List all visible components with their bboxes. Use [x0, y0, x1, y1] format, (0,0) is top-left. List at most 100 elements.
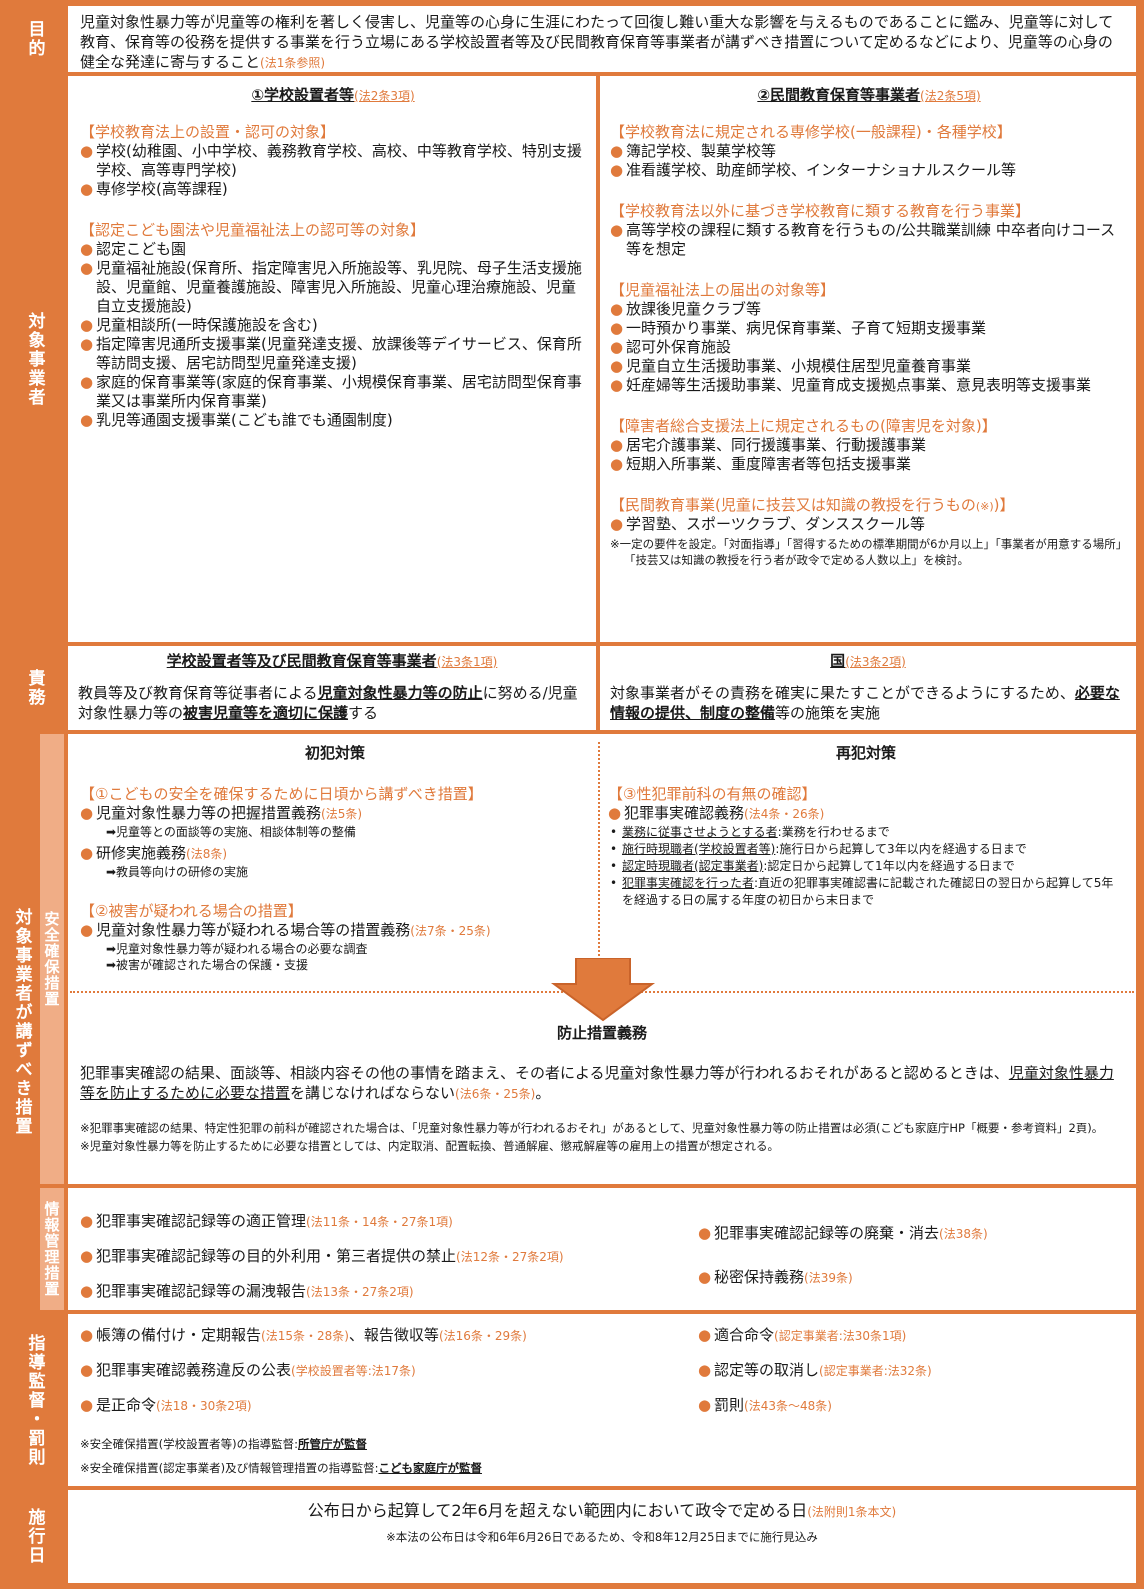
- duties-right-text: 対象事業者がその責務を確実に果たすことができるようにするため、必要な情報の提供、…: [610, 684, 1120, 722]
- repeat-b4: 犯罪事実確認を行った者:直近の犯罪事実確認書に記載された確認日の翌日から起算して…: [608, 875, 1124, 909]
- first-offense-title: 初犯対策: [304, 744, 365, 762]
- info-r1: 犯罪事実確認記録等の廃棄・消去(法38条): [698, 1224, 1124, 1244]
- right-groups: 【学校教育法に規定される専修学校(一般課程)・各種学校】簿記学校、製菓学校等准看…: [610, 121, 1128, 534]
- duties-right-title: 国(法3条2項): [830, 652, 906, 670]
- first-i2-sub: ➡教員等向けの研修の実施: [106, 865, 249, 879]
- left-target-item: 認定こども園: [80, 240, 586, 259]
- right-group-heading: 【学校教育法以外に基づき学校教育に類する教育を行う事業】: [610, 202, 1031, 220]
- left-target-item: 指定障害児通所支援事業(児童発達支援、放課後等デイサービス、保育所等訪問支援、居…: [80, 335, 586, 373]
- safety-measures-label: 安全確保措置: [40, 734, 64, 1184]
- sup-r3: 罰則(法43条～48条): [698, 1396, 1124, 1416]
- sup-l1: 帳簿の備付け・定期報告(法15条・28条)、報告徴収等(法16条・29条): [80, 1326, 680, 1346]
- duties-left-text: 教員等及び教育保育等従事者による児童対象性暴力等の防止に努める/児童対象性暴力等…: [78, 684, 578, 722]
- info-measures-label: 情報管理措置: [40, 1188, 64, 1310]
- right-target-item: 高等学校の課程に類する教育を行うもの/公共職業訓練 中卒者向けコース等を想定: [610, 221, 1128, 259]
- targets-content: ①学校設置者等(法2条3項) 【学校教育法上の設置・認可の対象】学校(幼稚園、小…: [68, 76, 1136, 642]
- left-groups: 【学校教育法上の設置・認可の対象】学校(幼稚園、小中学校、義務教育学校、高校、中…: [80, 121, 586, 430]
- left-group-heading: 【学校教育法上の設置・認可の対象】: [80, 123, 336, 141]
- right-target-item: 簿記学校、製菓学校等: [610, 142, 1128, 161]
- duties-right: 国(法3条2項) 対象事業者がその責務を確実に果たすことができるようにするため、…: [600, 646, 1136, 730]
- targets-row: 対象事業者 ①学校設置者等(法2条3項) 【学校教育法上の設置・認可の対象】学校…: [6, 76, 1136, 642]
- duties-left-title: 学校設置者等及び民間教育保育等事業者(法3条1項): [166, 652, 498, 670]
- first-h1: 【①こどもの安全を確保するために日頃から講ずべき措置】: [80, 785, 483, 803]
- right-group-heading: 【民間教育事業(児童に技芸又は知識の教授を行うもの(※))】: [610, 496, 1015, 514]
- left-group-heading: 【認定こども園法や児童福祉法上の認可等の対象】: [80, 221, 426, 239]
- first-h2: 【②被害が疑われる場合の措置】: [80, 902, 303, 920]
- repeat-b3: 認定時現職者(認定事業者):認定日から起算して1年以内を経過する日まで: [608, 858, 1124, 875]
- sup-note1: ※安全確保措置(学校設置者等)の指導監督:所管庁が監督: [80, 1437, 367, 1451]
- enforcement-row: 施行日 公布日から起算して2年6月を超えない範囲内において政令で定める日(法附則…: [6, 1490, 1136, 1583]
- right-target-item: 認可外保育施設: [610, 338, 1128, 357]
- prevention-note2: ※児童対象性暴力等を防止するために必要な措置としては、内定取消、配置転換、普通解…: [80, 1139, 780, 1153]
- info-l1: 犯罪事実確認記録等の適正管理(法11条・14条・27条1項): [80, 1212, 680, 1232]
- left-target-item: 専修学校(高等課程): [80, 180, 586, 199]
- left-target-item: 学校(幼稚園、小中学校、義務教育学校、高校、中等教育学校、特別支援学校、高等専門…: [80, 142, 586, 180]
- sup-note2: ※安全確保措置(認定事業者)及び情報管理措置の指導監督:こども家庭庁が監督: [80, 1461, 482, 1475]
- school-setters-title: ①学校設置者等(法2条3項): [251, 86, 415, 104]
- private-education-note: ※一定の要件を設定。「対面指導」「習得するための標準期間が6か月以上」「事業者が…: [610, 537, 1128, 567]
- sup-r2: 認定等の取消し(認定事業者:法32条): [698, 1361, 1124, 1381]
- enforcement-text: 公布日から起算して2年6月を超えない範囲内において政令で定める日(法附則1条本文…: [307, 1501, 897, 1520]
- first-i3-sub2: ➡被害が確認された場合の保護・支援: [106, 958, 309, 972]
- right-target-item: 妊産婦等生活援助事業、児童育成支援拠点事業、意見表明等支援事業: [610, 376, 1128, 395]
- enforcement-content: 公布日から起算して2年6月を超えない範囲内において政令で定める日(法附則1条本文…: [68, 1490, 1136, 1583]
- right-group-heading: 【学校教育法に規定される専修学校(一般課程)・各種学校】: [610, 123, 1012, 141]
- targets-right: ②民間教育保育等事業者(法2条5項) 【学校教育法に規定される専修学校(一般課程…: [600, 76, 1136, 642]
- info-l2: 犯罪事実確認記録等の目的外利用・第三者提供の禁止(法12条・27条2項): [80, 1247, 680, 1267]
- repeat-offense-block: 再犯対策 【③性犯罪前科の有無の確認】 犯罪事実確認義務(法4条・26条) 業務…: [608, 742, 1124, 909]
- duties-content: 学校設置者等及び民間教育保育等事業者(法3条1項) 教員等及び教育保育等従事者に…: [68, 646, 1136, 730]
- repeat-b1: 業務に従事させようとする者:業務を行わせるまで: [608, 824, 1124, 841]
- supervision-left: 帳簿の備付け・定期報告(法15条・28条)、報告徴収等(法16条・29条) 犯罪…: [80, 1326, 680, 1476]
- right-target-item: 放課後児童クラブ等: [610, 300, 1128, 319]
- right-group-heading: 【児童福祉法上の届出の対象等】: [610, 281, 836, 299]
- safety-measures-content: 初犯対策 【①こどもの安全を確保するために日頃から講ずべき措置】 児童対象性暴力…: [68, 734, 1136, 1184]
- duties-label: 責務: [24, 669, 45, 707]
- first-i3: 児童対象性暴力等が疑われる場合等の措置義務(法7条・25条): [80, 921, 590, 941]
- private-operators-title: ②民間教育保育等事業者(法2条5項): [757, 86, 981, 104]
- repeat-i1: 犯罪事実確認義務(法4条・26条): [608, 804, 1124, 824]
- supervision-label: 指導監督・罰則: [24, 1333, 45, 1467]
- purpose-text: 児童対象性暴力等が児童等の権利を著しく侵害し、児童等の心身に生涯にわたって回復し…: [80, 13, 1114, 71]
- left-target-item: 児童福祉施設(保育所、指定障害児入所施設等、乳児院、母子生活支援施設、児童館、児…: [80, 259, 586, 316]
- info-r2: 秘密保持義務(法39条): [698, 1268, 1124, 1288]
- info-measures-content: 犯罪事実確認記録等の適正管理(法11条・14条・27条1項) 犯罪事実確認記録等…: [68, 1188, 1136, 1310]
- first-i3-sub1: ➡児童対象性暴力等が疑われる場合の必要な調査: [106, 942, 368, 956]
- sup-l3: 是正命令(法18・30条2項): [80, 1396, 680, 1416]
- down-arrow-icon: [550, 958, 656, 1022]
- right-target-item: 短期入所事業、重度障害者等包括支援事業: [610, 455, 1128, 474]
- right-group-heading: 【障害者総合支援法上に規定されるもの(障害児を対象)】: [610, 417, 997, 435]
- targets-label: 対象事業者: [24, 311, 45, 407]
- prevention-text: 犯罪事実確認の結果、面談等、相談内容その他の事情を踏まえ、その者による児童対象性…: [80, 1064, 1114, 1102]
- prevention-title: 防止措置義務: [556, 1024, 647, 1042]
- measures-row: 対象事業者が講ずべき措置 安全確保措置 情報管理措置 初犯対策 【①こどもの安全…: [6, 734, 1136, 1310]
- purpose-ref: (法1条参照): [260, 56, 326, 70]
- sup-l2: 犯罪事実確認義務違反の公表(学校設置者等:法17条): [80, 1361, 680, 1381]
- first-i1: 児童対象性暴力等の把握措置義務(法5条): [80, 804, 590, 824]
- right-target-item: 児童自立生活援助事業、小規模住居型児童養育事業: [610, 357, 1128, 376]
- repeat-h1: 【③性犯罪前科の有無の確認】: [608, 785, 817, 803]
- duties-row: 責務 学校設置者等及び民間教育保育等事業者(法3条1項) 教員等及び教育保育等従…: [6, 646, 1136, 730]
- left-target-item: 家庭的保育事業等(家庭的保育事業、小規模保育事業、居宅訪問型保育事業又は事業所内…: [80, 373, 586, 411]
- measures-label: 対象事業者が講ずべき措置: [11, 908, 32, 1136]
- supervision-right: 適合命令(認定事業者:法30条1項) 認定等の取消し(認定事業者:法32条) 罰…: [698, 1326, 1124, 1416]
- supervision-content: 帳簿の備付け・定期報告(法15条・28条)、報告徴収等(法16条・29条) 犯罪…: [68, 1314, 1136, 1486]
- supervision-row: 指導監督・罰則 帳簿の備付け・定期報告(法15条・28条)、報告徴収等(法16条…: [6, 1314, 1136, 1486]
- sup-r1: 適合命令(認定事業者:法30条1項): [698, 1326, 1124, 1346]
- duties-left: 学校設置者等及び民間教育保育等事業者(法3条1項) 教員等及び教育保育等従事者に…: [68, 646, 596, 730]
- info-l3: 犯罪事実確認記録等の漏洩報告(法13条・27条2項): [80, 1282, 680, 1302]
- purpose-content: 児童対象性暴力等が児童等の権利を著しく侵害し、児童等の心身に生涯にわたって回復し…: [68, 6, 1136, 72]
- enforcement-label: 施行日: [24, 1508, 45, 1565]
- repeat-offense-title: 再犯対策: [835, 744, 896, 762]
- right-target-item: 学習塾、スポーツクラブ、ダンススクール等: [610, 515, 1128, 534]
- first-i1-sub: ➡児童等との面談等の実施、相談体制等の整備: [106, 825, 356, 839]
- right-target-item: 准看護学校、助産師学校、インターナショナルスクール等: [610, 161, 1128, 180]
- info-left: 犯罪事実確認記録等の適正管理(法11条・14条・27条1項) 犯罪事実確認記録等…: [80, 1212, 680, 1302]
- info-right: 犯罪事実確認記録等の廃棄・消去(法38条) 秘密保持義務(法39条): [698, 1224, 1124, 1288]
- repeat-b2: 施行時現職者(学校設置者等):施行日から起算して3年以内を経過する日まで: [608, 841, 1124, 858]
- first-offense-block: 初犯対策 【①こどもの安全を確保するために日頃から講ずべき措置】 児童対象性暴力…: [80, 742, 590, 973]
- prevention-block: 防止措置義務 犯罪事実確認の結果、面談等、相談内容その他の事情を踏まえ、その者に…: [80, 1022, 1124, 1154]
- left-target-item: 児童相談所(一時保護施設を含む): [80, 316, 586, 335]
- right-target-item: 一時預かり事業、病児保育事業、子育て短期支援事業: [610, 319, 1128, 338]
- purpose-label: 目的: [24, 20, 45, 58]
